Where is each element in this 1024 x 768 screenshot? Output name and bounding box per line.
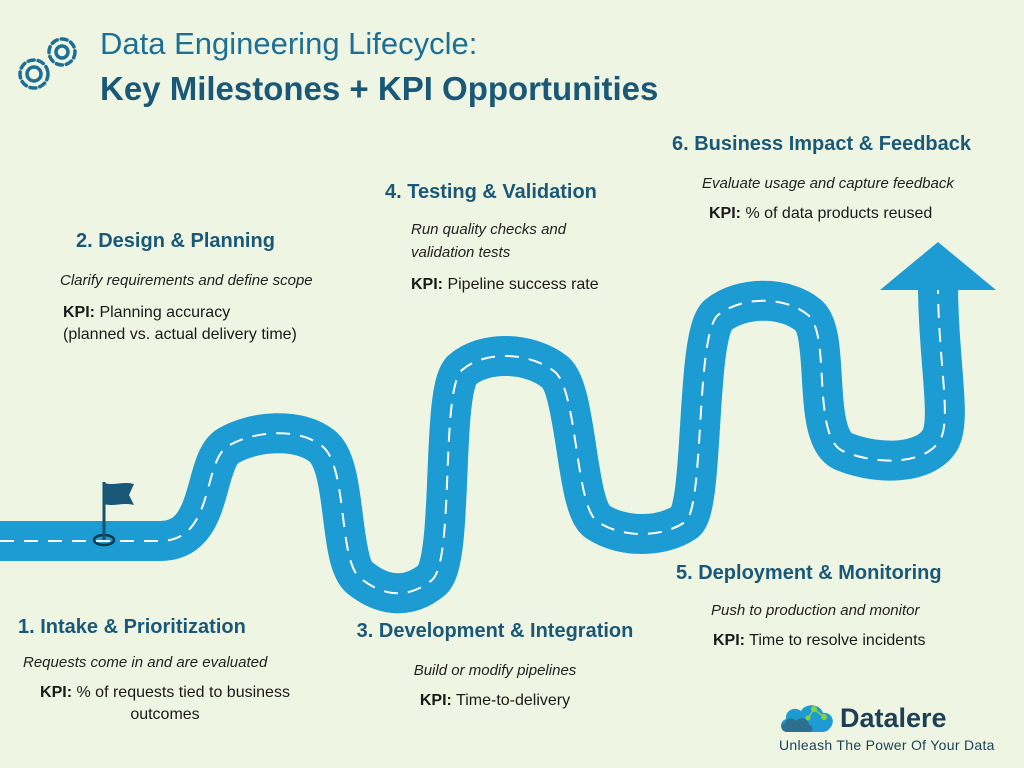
milestone-description: Run quality checks and validation tests	[411, 218, 675, 264]
milestone-kpi: KPI: % of data products reused	[709, 203, 1017, 225]
milestone-title: 1. Intake & Prioritization	[18, 616, 246, 638]
milestone-description: Push to production and monitor	[711, 602, 920, 619]
kpi-label: KPI:	[419, 692, 452, 709]
road-path	[0, 280, 965, 614]
milestone-description: Build or modify pipelines	[413, 662, 577, 679]
kpi-text: Time-to-delivery	[456, 692, 571, 709]
milestone-business-impact: 6. Business Impact & Feedback Evaluate u…	[672, 133, 1017, 225]
kpi-text-cont: outcomes	[130, 706, 200, 723]
description-line2: validation tests	[411, 244, 511, 261]
kpi-label: KPI:	[713, 632, 745, 649]
milestone-intake-prioritization: 1. Intake & Prioritization Requests come…	[10, 616, 320, 726]
milestone-kpi: KPI: % of requests tied to business outc…	[10, 682, 320, 726]
milestone-description: Clarify requirements and define scope	[60, 272, 313, 289]
milestone-kpi: KPI: Time to resolve incidents	[713, 630, 1006, 652]
kpi-text-cont: (planned vs. actual delivery time)	[63, 326, 297, 343]
description-line1: Run quality checks and	[411, 221, 567, 238]
page-title-line2: Key Milestones + KPI Opportunities	[100, 70, 659, 107]
kpi-label: KPI:	[40, 684, 73, 701]
brand-tagline: Unleash The Power Of Your Data	[779, 737, 995, 753]
kpi-text: Time to resolve incidents	[749, 632, 926, 649]
cloud-network-icon	[780, 705, 833, 732]
milestone-description: Evaluate usage and capture feedback	[702, 175, 954, 192]
milestone-testing-validation: 4. Testing & Validation Run quality chec…	[385, 181, 675, 296]
milestone-description: Requests come in and are evaluated	[23, 654, 268, 671]
kpi-label: KPI:	[709, 205, 741, 222]
milestone-design-planning: 2. Design & Planning Clarify requirement…	[60, 230, 390, 346]
milestone-title: 5. Deployment & Monitoring	[676, 562, 942, 584]
page-title-line1: Data Engineering Lifecycle:	[100, 26, 478, 61]
milestone-kpi: KPI: Pipeline success rate	[411, 274, 675, 296]
milestone-kpi: KPI: Planning accuracy (planned vs. actu…	[63, 302, 390, 346]
milestone-title: 3. Development & Integration	[356, 620, 634, 642]
milestone-development-integration: 3. Development & Integration Build or mo…	[328, 620, 662, 712]
kpi-label: KPI:	[63, 304, 95, 321]
milestone-title: 6. Business Impact & Feedback	[672, 133, 972, 155]
milestone-title: 2. Design & Planning	[76, 230, 275, 252]
kpi-text: % of data products reused	[745, 205, 933, 222]
milestone-deployment-monitoring: 5. Deployment & Monitoring Push to produ…	[676, 562, 1006, 652]
milestone-kpi: KPI: Time-to-delivery	[328, 690, 662, 712]
kpi-label: KPI:	[411, 276, 443, 293]
kpi-text: % of requests tied to business	[76, 684, 290, 701]
milestone-title: 4. Testing & Validation	[385, 181, 597, 203]
kpi-text: Pipeline success rate	[447, 276, 599, 293]
arrow-up-icon	[880, 242, 996, 290]
brand-name: Datalere	[840, 703, 947, 733]
gears-icon	[18, 37, 77, 90]
kpi-text: Planning accuracy	[99, 304, 231, 321]
flag-icon	[92, 482, 134, 547]
